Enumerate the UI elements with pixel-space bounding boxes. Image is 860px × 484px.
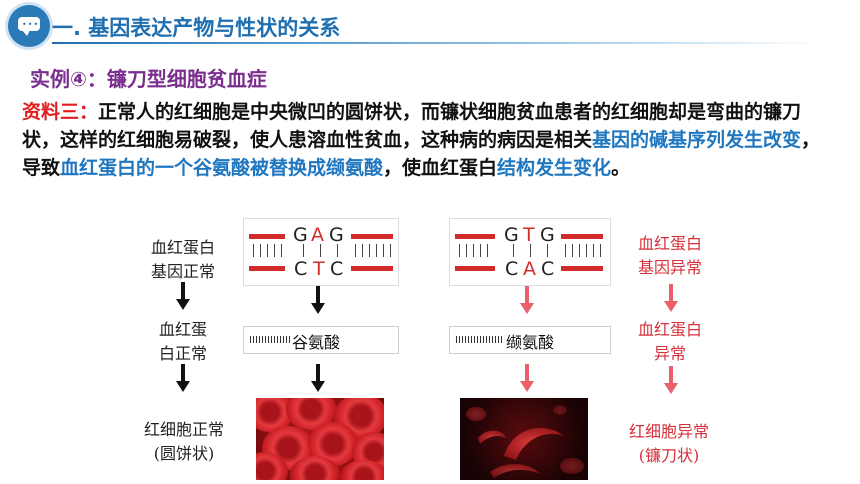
- normal-cell-label: 红细胞正常 (圆饼状): [132, 418, 236, 466]
- abnormal-peptide-chain: [456, 336, 502, 343]
- abnormal-top-strand-right: [561, 234, 603, 239]
- normal-cell-label-line1: 红细胞正常: [143, 420, 224, 439]
- abnormal-rungs-middle: [511, 244, 551, 257]
- normal-rungs-middle: [301, 244, 341, 257]
- highlight-gene-change: 基因的碱基序列发生改变: [592, 129, 802, 151]
- arrow-down-icon: [176, 364, 190, 394]
- arrow-down-icon: [664, 366, 678, 396]
- para-text-1: 正常人的红细胞是中央微凹的圆饼状，而镰状细胞贫血患者的红细胞却是弯曲的镰刀状，这…: [22, 101, 802, 151]
- normal-gene-label-line2: 基因正常: [150, 262, 215, 281]
- abnormal-bottom-strand-right: [561, 266, 603, 271]
- normal-dna-strands: G A G C T C: [243, 222, 397, 280]
- normal-amino-acid: 谷氨酸: [292, 333, 341, 352]
- abnormal-bottom-base-1: C: [505, 258, 519, 280]
- abnormal-dna-strands: G T G C A C: [449, 222, 609, 280]
- abnormal-top-base-2: T: [523, 224, 535, 246]
- material-paragraph: 资料三：正常人的红细胞是中央微凹的圆饼状，而镰状细胞贫血患者的红细胞却是弯曲的镰…: [22, 98, 837, 182]
- abnormal-bottom-base-2: A: [523, 258, 536, 280]
- normal-bottom-base-1: C: [294, 258, 308, 280]
- normal-red-blood-cells-image: [256, 398, 384, 480]
- normal-amino-acid-box: 谷氨酸: [243, 326, 399, 354]
- normal-top-base-3: G: [329, 224, 344, 246]
- normal-bottom-base-2: T: [313, 258, 325, 280]
- normal-rungs-left: [251, 244, 285, 257]
- material-lead: 资料三：: [22, 101, 99, 123]
- abnormal-gene-label-line2: 基因异常: [637, 258, 702, 277]
- para-text-4: 。: [611, 157, 631, 179]
- normal-dna-panel: [243, 218, 399, 286]
- arrow-down-icon: [176, 282, 190, 312]
- abnormal-gene-label: 血红蛋白 基因异常: [622, 232, 718, 280]
- arrow-down-icon: [664, 284, 678, 314]
- normal-cell-label-line2: (圆饼状): [153, 444, 215, 463]
- abnormal-rungs-left: [457, 244, 495, 257]
- section-title: 一. 基因表达产物与性状的关系: [52, 16, 341, 40]
- abnormal-bottom-strand-left: [455, 266, 495, 271]
- normal-top-base-2: A: [311, 224, 324, 246]
- abnormal-cell-label: 红细胞异常 (镰刀状): [614, 420, 724, 468]
- sickle-red-blood-cells-image: [460, 398, 588, 480]
- abnormal-top-base-1: G: [504, 224, 519, 246]
- normal-top-base-1: G: [293, 224, 308, 246]
- chat-bubble-icon: •••: [8, 5, 50, 47]
- abnormal-amino-acid: 缬氨酸: [506, 333, 555, 352]
- arrow-down-icon: [311, 364, 325, 394]
- arrow-down-icon: [520, 286, 534, 316]
- normal-gene-label: 血红蛋白 基因正常: [138, 236, 228, 284]
- case-title: 实例④：镰刀型细胞贫血症: [30, 67, 267, 91]
- normal-bottom-strand-right: [351, 266, 393, 271]
- title-underline: [52, 42, 822, 44]
- abnormal-protein-label-line2: 异常: [653, 344, 686, 363]
- abnormal-top-base-3: G: [540, 224, 555, 246]
- abnormal-top-strand-left: [455, 234, 495, 239]
- arrow-down-icon: [311, 286, 325, 316]
- arrow-down-icon: [520, 364, 534, 394]
- abnormal-bottom-base-3: C: [541, 258, 555, 280]
- abnormal-gene-label-line1: 血红蛋白: [637, 234, 702, 253]
- abnormal-amino-acid-box: 缬氨酸: [449, 326, 611, 354]
- abnormal-cell-label-line1: 红细胞异常: [628, 422, 709, 441]
- highlight-structure-change: 结构发生变化: [497, 157, 612, 179]
- normal-bottom-strand-left: [249, 266, 285, 271]
- normal-gene-label-line1: 血红蛋白: [150, 238, 215, 257]
- abnormal-rungs-right: [563, 244, 603, 257]
- normal-rungs-right: [353, 244, 393, 257]
- highlight-amino-acid-change: 血红蛋白的一个谷氨酸被替换成缬氨酸: [60, 157, 384, 179]
- normal-protein-label: 血红蛋 白正常: [138, 318, 228, 366]
- para-text-2: ，导致: [22, 129, 821, 179]
- normal-peptide-chain: [250, 336, 290, 343]
- para-text-3: ，使血红蛋白: [383, 157, 498, 179]
- normal-protein-label-line2: 白正常: [158, 344, 207, 363]
- abnormal-protein-label: 血红蛋白 异常: [622, 318, 718, 366]
- normal-protein-label-line1: 血红蛋: [158, 320, 207, 339]
- abnormal-protein-label-line1: 血红蛋白: [637, 320, 702, 339]
- normal-top-strand-left: [249, 234, 285, 239]
- abnormal-cell-label-line2: (镰刀状): [638, 446, 700, 465]
- normal-bottom-base-3: C: [330, 258, 344, 280]
- normal-top-strand-right: [351, 234, 393, 239]
